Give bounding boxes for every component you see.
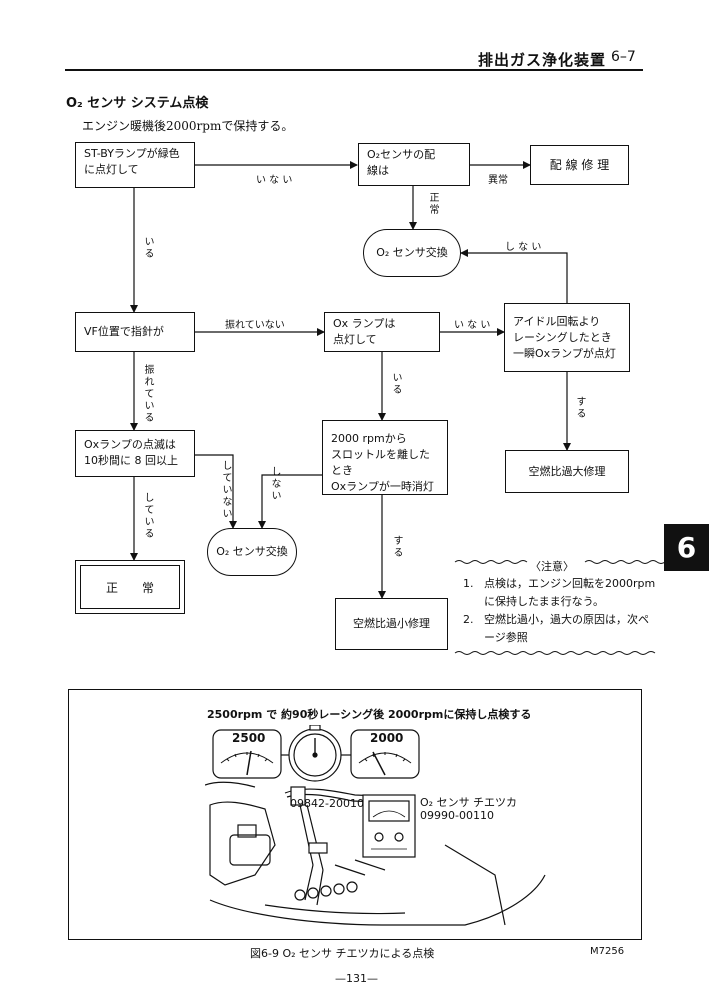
label-vf-yes: 振れている [142,364,153,424]
figure-instruction: 2500rpm で 約90秒レーシング後 2000rpmに保持し点検する [207,708,532,721]
label-vf-no: 振れていない [225,320,285,331]
figure-code: M7256 [590,946,625,957]
figure-caption: 図6-9 O₂ センサ チエツカによる点検 [250,947,435,960]
note-title: 〈注意〉 [530,560,574,573]
header-page-number: 6–7 [611,49,636,65]
label-throttle-no: しない [269,466,280,502]
label-ox-yes: いる [390,372,401,396]
gauge-right-value: 2000 [370,731,404,745]
label-idle-no: し な い [505,242,542,253]
arrow-idle-to-o2 [460,249,568,303]
o2-checker-device [362,794,416,858]
box-ox-blink: Oxランプの点滅は 10秒間に 8 回以上 [75,430,195,477]
box-throttle-release: 2000 rpmから スロットルを離したとき Oxランプが一時消灯 [322,420,448,495]
box-o2-replace-1: O₂ センサ交換 [363,229,461,277]
box-o2-replace-2: O₂ センサ交換 [207,528,297,576]
box-st-by-lamp: ST-BYランプが緑色 に点灯して [75,142,195,188]
box-o2-wiring: O₂センサの配 線は [358,143,470,186]
box-idle-racing: アイドル回転より レーシングしたとき 一瞬Oxランプが点灯 [504,303,630,372]
section-description: エンジン暖機後2000rpmで保持する。 [82,119,294,133]
header-rule [65,69,643,71]
label-throttle-yes: する [391,535,402,559]
box-ox-lamp-lit: Ox ランプは 点灯して [324,312,440,352]
note-wavy-bottom [454,651,656,655]
label-blink-yes: している [142,492,153,540]
note-item-2-line1: 空燃比過小，過大の原因は，次ペ [484,613,649,626]
page-number: —131— [335,972,378,985]
section-title: O₂ センサ システム点検 [66,96,209,111]
box-normal: 正 常 [80,565,180,609]
note-wavy-top [454,560,666,564]
box-wiring-repair: 配 線 修 理 [530,145,629,185]
checker-label: O₂ センサ チエツカ [420,796,518,809]
arrow-blink-to-o2b [195,454,237,529]
gauge-left-value: 2500 [232,731,266,745]
part-number: 09842-20010 [290,797,364,810]
box-lean-repair: 空燃比過小修理 [335,598,448,650]
checker-number: 09990-00110 [420,809,494,822]
label-blink-no: していない [220,460,231,520]
label-ox-no: い な い [454,320,491,331]
note-item-1-line1: 点検は，エンジン回転を2000rpm [484,577,656,590]
label-st-no: い な い [256,175,293,186]
chapter-tab: 6 [664,524,709,571]
label-wiring-abnormal: 異常 [488,175,508,186]
note-item-2-line2: ージ参照 [484,631,528,644]
note-item-1-line2: に保持したまま行なう。 [484,595,605,608]
label-st-yes: いる [142,236,153,260]
figure-frame [68,689,642,940]
figure-illustration [205,725,546,926]
box-vf-position: VF位置で指針が [75,312,195,352]
box-rich-repair: 空燃比過大修理 [505,450,629,493]
label-idle-yes: する [574,396,585,420]
note-item-2-num: 2. [463,613,474,626]
box-normal-outer: 正 常 [75,560,185,614]
arrow-throttle-to-o2b [258,474,322,529]
header-title: 排出ガス浄化装置 [478,51,607,69]
note-item-1-num: 1. [463,577,474,590]
label-wiring-normal: 正常 [427,192,438,216]
